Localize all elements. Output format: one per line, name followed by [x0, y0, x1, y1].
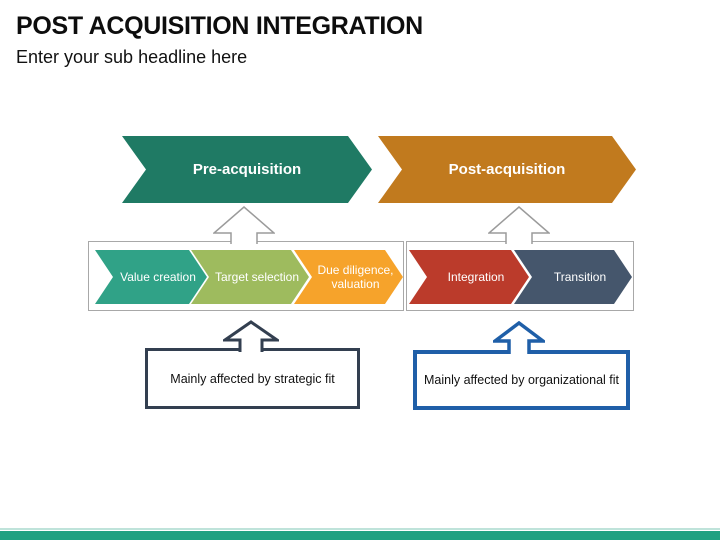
up-arrow-icon	[223, 320, 279, 352]
page-subtitle: Enter your sub headline here	[16, 47, 248, 67]
callout-organizational-fit: Mainly affected by organizational fit	[413, 350, 630, 410]
callout-text: Mainly affected by organizational fit	[423, 373, 620, 387]
stage-label: Target selection	[214, 269, 300, 284]
footer-bar	[0, 531, 720, 540]
up-arrow-icon	[213, 206, 275, 244]
up-arrow-icon	[488, 206, 550, 244]
stage-chevron-target-selection: Target selection	[191, 250, 309, 304]
phase-label-post: Post-acquisition	[448, 161, 566, 178]
stage-chevron-due-diligence: Due diligence, valuation	[294, 250, 403, 304]
footer-accent-line	[0, 528, 720, 530]
stage-label: Transition	[553, 269, 607, 284]
stage-chevron-integration: Integration	[409, 250, 529, 304]
stage-chevron-transition: Transition	[514, 250, 632, 304]
up-arrow-icon	[493, 321, 545, 354]
stage-label: Integration	[447, 269, 505, 284]
phase-arrow-post-acquisition: Post-acquisition	[378, 136, 636, 203]
stage-label: Due diligence, valuation	[317, 262, 394, 291]
phase-label-pre: Pre-acquisition	[192, 161, 302, 178]
stage-label: Value creation	[120, 269, 196, 284]
page-title: POST ACQUISITION INTEGRATION	[16, 12, 423, 40]
callout-text: Mainly affected by strategic fit	[170, 371, 335, 386]
stage-chevron-value-creation: Value creation	[95, 250, 207, 304]
phase-arrow-pre-acquisition: Pre-acquisition	[122, 136, 372, 203]
callout-strategic-fit: Mainly affected by strategic fit	[145, 348, 360, 409]
